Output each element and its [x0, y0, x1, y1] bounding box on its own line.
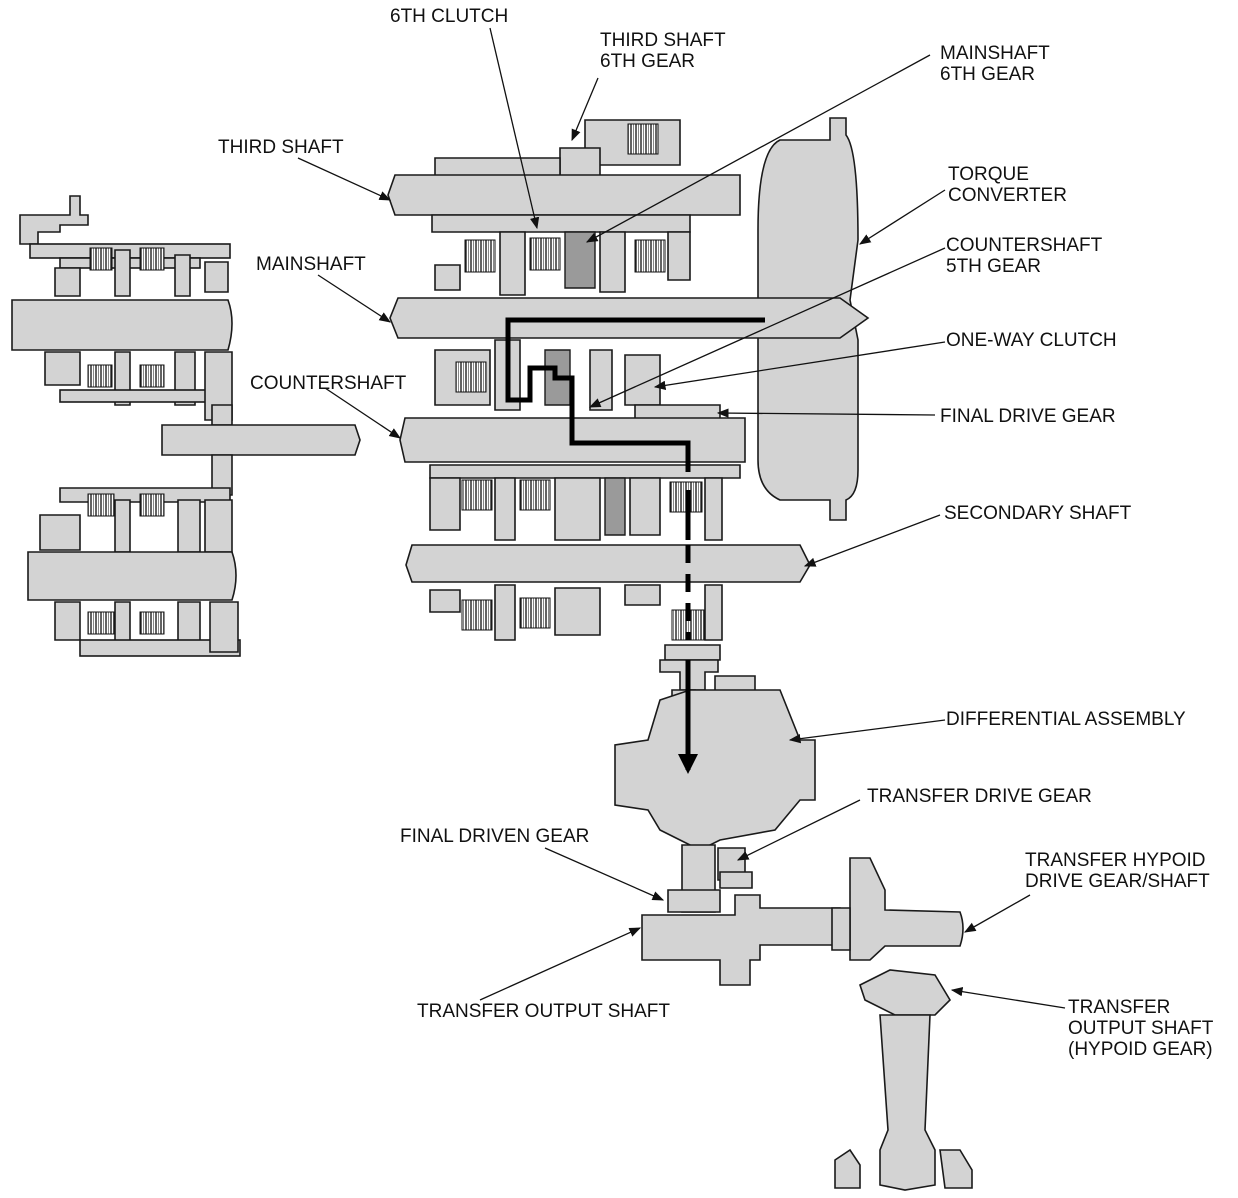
label-transfer-hypoid-gear-line3: (HYPOID GEAR) — [1068, 1039, 1213, 1060]
label-secondary-shaft: SECONDARY SHAFT — [944, 503, 1132, 524]
label-6th-clutch: 6TH CLUTCH — [390, 6, 508, 27]
left-lower-shaft-assembly — [27, 487, 241, 657]
label-transfer-hypoid-line1: TRANSFER HYPOID — [1025, 850, 1206, 871]
label-final-driven-gear: FINAL DRIVEN GEAR — [400, 826, 589, 847]
leader-lines — [297, 27, 1066, 1009]
left-countershaft — [161, 404, 361, 496]
label-mainshaft-6th-gear-line2: 6TH GEAR — [940, 64, 1035, 85]
label-transfer-hypoid-gear-line1: TRANSFER — [1068, 997, 1170, 1018]
third-shaft — [387, 119, 741, 296]
label-countershaft-5th-gear-line2: 5TH GEAR — [946, 256, 1041, 277]
label-one-way-clutch: ONE-WAY CLUTCH — [946, 330, 1117, 351]
label-countershaft: COUNTERSHAFT — [250, 373, 407, 394]
transfer-hypoid-gear-shaft — [834, 969, 973, 1191]
label-torque-converter-line2: CONVERTER — [948, 185, 1067, 206]
label-countershaft-5th-gear-line1: COUNTERSHAFT — [946, 235, 1103, 256]
labels: 6TH CLUTCH THIRD SHAFT 6TH GEAR MAINSHAF… — [218, 6, 1214, 1060]
transfer-output-shaft — [641, 894, 841, 986]
label-differential-assembly: DIFFERENTIAL ASSEMBLY — [946, 709, 1186, 730]
left-upper-shaft-assembly — [11, 195, 233, 421]
label-mainshaft: MAINSHAFT — [256, 254, 366, 275]
transfer-hypoid-drive-gear — [831, 857, 964, 961]
label-torque-converter-line1: TORQUE — [948, 164, 1029, 185]
label-third-shaft-6th-gear-line1: THIRD SHAFT — [600, 30, 726, 51]
label-transfer-output-shaft: TRANSFER OUTPUT SHAFT — [417, 1001, 670, 1022]
label-third-shaft-6th-gear-line2: 6TH GEAR — [600, 51, 695, 72]
label-transfer-hypoid-line2: DRIVE GEAR/SHAFT — [1025, 871, 1210, 892]
label-third-shaft: THIRD SHAFT — [218, 137, 344, 158]
power-flow-path — [505, 317, 765, 774]
label-final-drive-gear: FINAL DRIVE GEAR — [940, 406, 1116, 427]
label-mainshaft-6th-gear-line1: MAINSHAFT — [940, 43, 1050, 64]
secondary-shaft — [405, 544, 811, 661]
label-transfer-hypoid-gear-line2: OUTPUT SHAFT — [1068, 1018, 1214, 1039]
label-transfer-drive-gear: TRANSFER DRIVE GEAR — [867, 786, 1092, 807]
differential-assembly — [614, 659, 816, 851]
